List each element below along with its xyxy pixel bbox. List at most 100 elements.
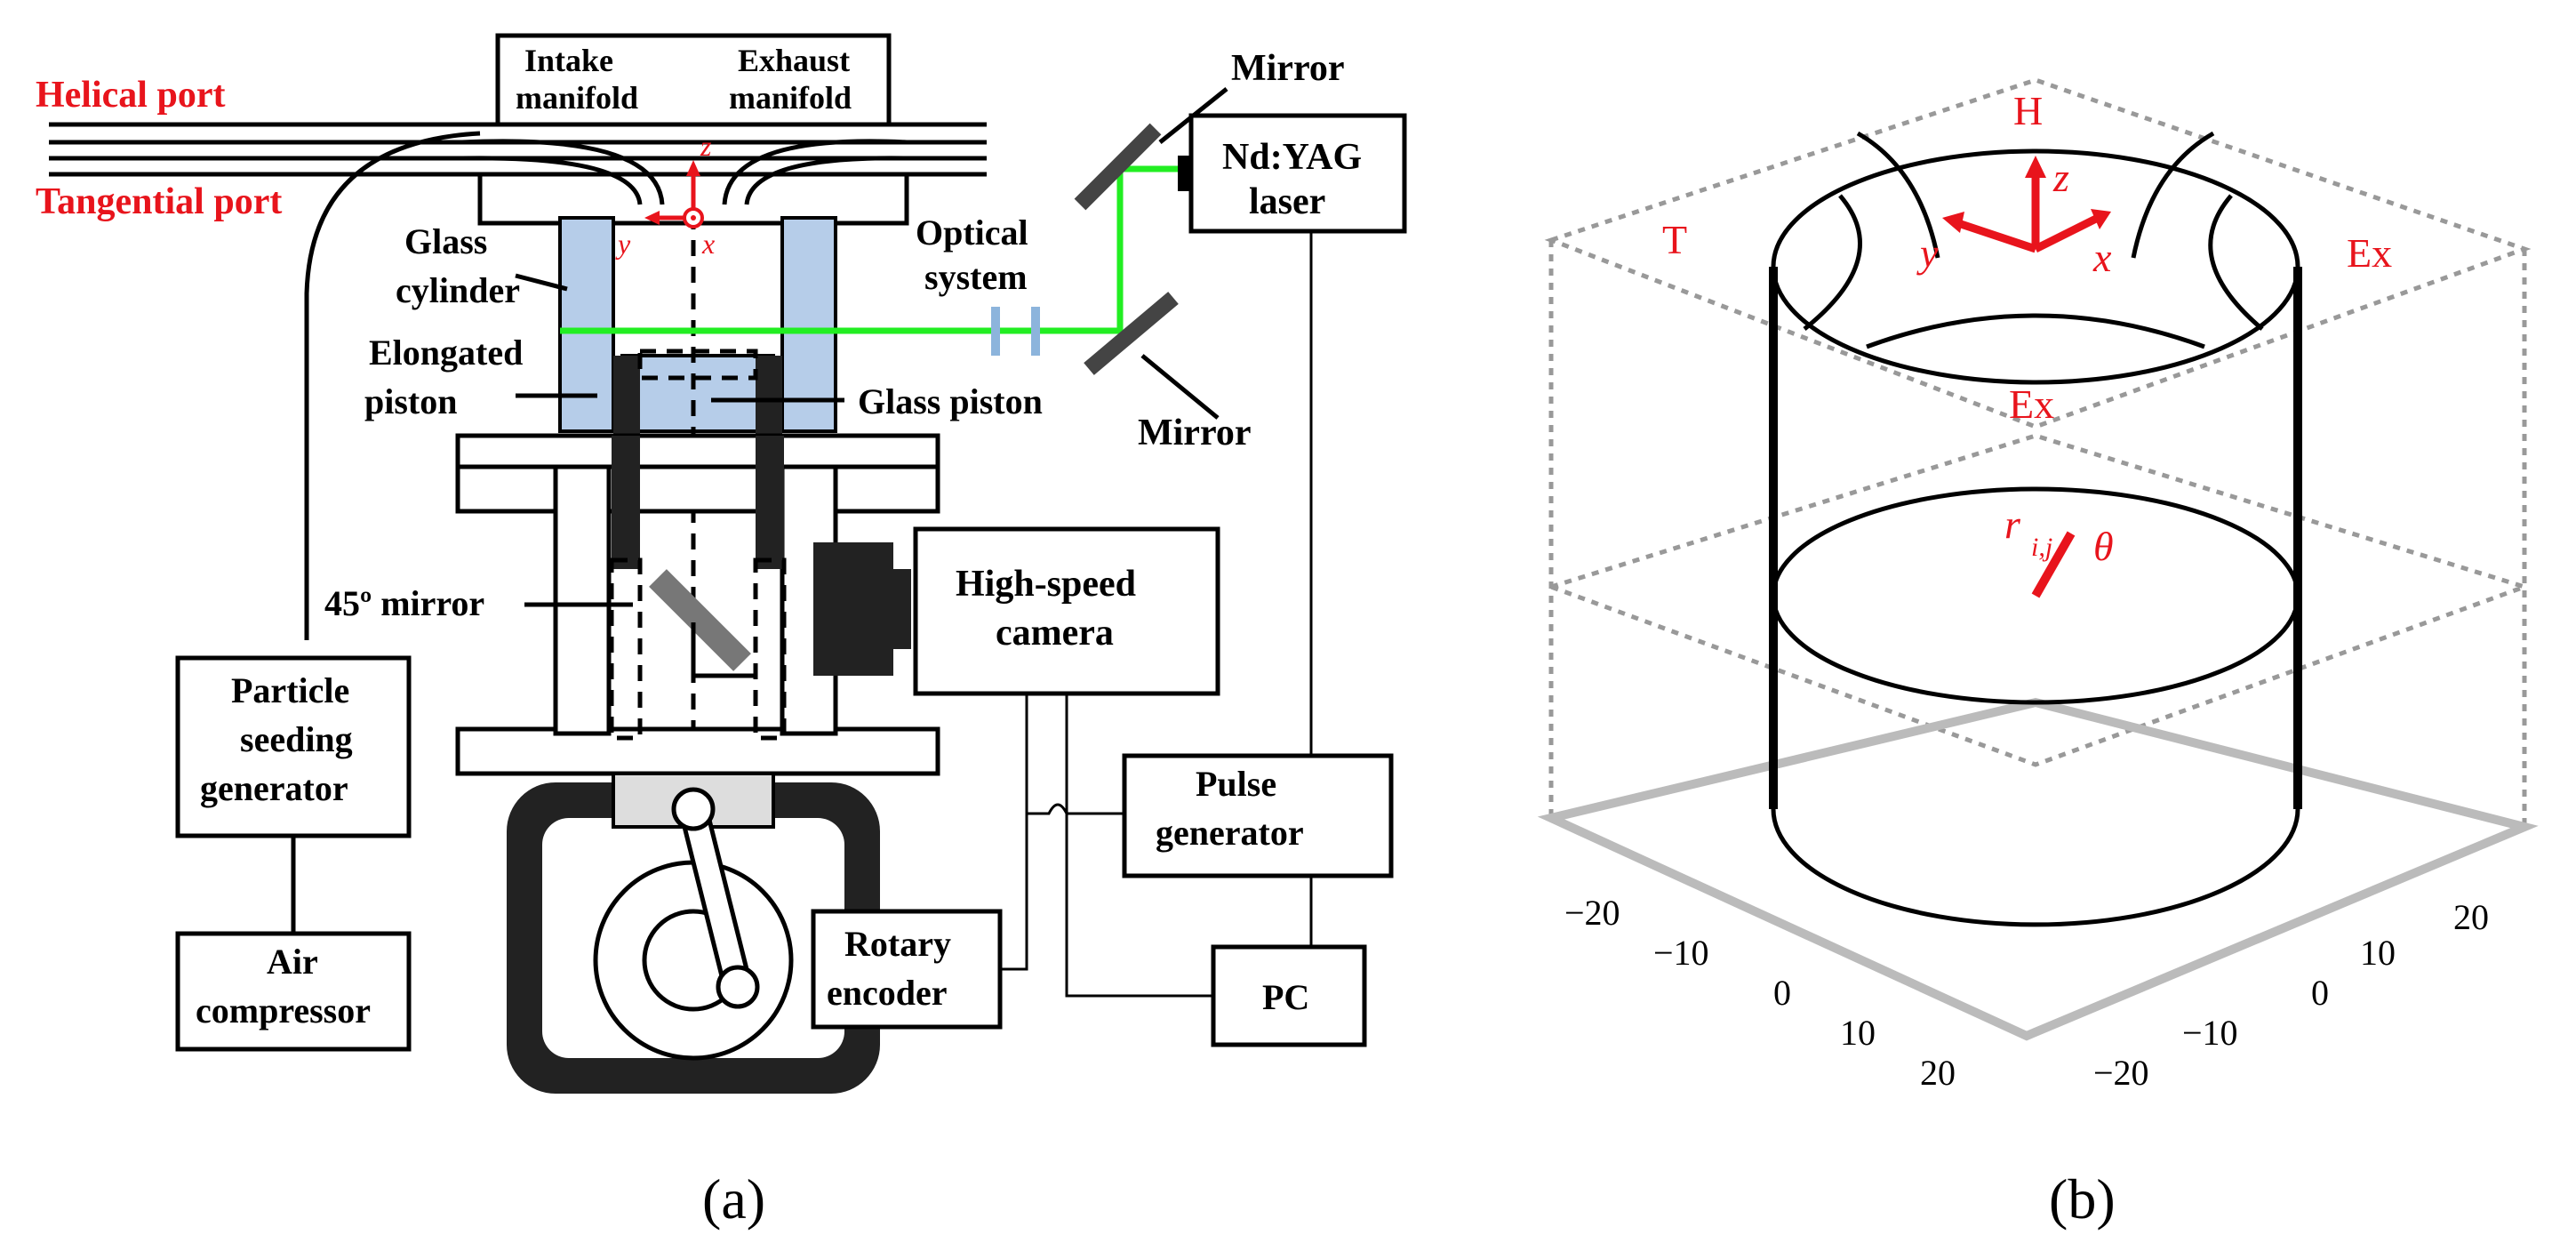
label-glass-cylinder-2: cylinder [396, 270, 520, 310]
piston-top-dash [637, 349, 758, 381]
seeding-generator-box [175, 655, 412, 838]
mirror-bottom-arrow [1140, 354, 1220, 420]
mirror-top [1074, 123, 1162, 211]
label-pulse-1: Pulse [1196, 764, 1276, 804]
label-camera-1: High-speed [956, 564, 1136, 605]
label-laser-2: laser [1249, 181, 1325, 222]
bounding-box-dotted [1544, 77, 2532, 827]
label-r: r [2004, 501, 2021, 547]
right-tick-2: 0 [2311, 973, 2329, 1013]
frame-plate-1 [455, 433, 940, 469]
label-seeding-1: Particle [231, 670, 349, 710]
label-Ex-front: Ex [2009, 381, 2054, 427]
ext-piston-left [612, 436, 640, 569]
laser-aperture [1178, 156, 1191, 191]
frame-plate-3 [455, 726, 940, 776]
axis-y-a: y [615, 228, 631, 260]
axis-y-b: y [1916, 230, 1939, 276]
pulse-generator-box [1122, 753, 1394, 878]
elongated-piston-right [756, 356, 782, 436]
mirror-45 [649, 569, 751, 671]
right-tick-4: −20 [2093, 1053, 2149, 1093]
frame-plate-2 [455, 464, 940, 514]
right-axis-ticks: 20 10 0 −10 −20 [2093, 897, 2489, 1093]
connecting-rod-inner [683, 806, 748, 990]
extension-left [553, 464, 612, 736]
glass-cylinder-left [558, 216, 615, 433]
intake-port-pipes [49, 122, 987, 177]
air-compressor-box [175, 931, 412, 1052]
label-Ex-right: Ex [2347, 230, 2392, 276]
mirror-bottom [1084, 292, 1179, 375]
label-T: T [1662, 217, 1687, 262]
right-tick-3: −10 [2182, 1013, 2238, 1053]
pointer-arrows [515, 273, 844, 607]
label-theta: θ [2093, 524, 2114, 569]
glass-piston [620, 354, 775, 433]
label-intake-1: Intake [524, 43, 613, 78]
wires [1000, 231, 1313, 998]
camera-box [913, 526, 1220, 696]
left-axis-ticks: −20 −10 0 10 20 [1564, 893, 1956, 1093]
label-mirror-bottom: Mirror [1138, 413, 1251, 453]
camera-lens [880, 569, 911, 649]
left-tick-4: 20 [1920, 1053, 1956, 1093]
left-tick-0: −20 [1564, 893, 1620, 933]
label-glass-piston: Glass piston [858, 381, 1043, 421]
mirror-45-bracket [691, 622, 756, 678]
panel-a: Helical port Tangential port Intake mani… [36, 33, 1407, 1231]
axis-x-a: x [701, 228, 715, 260]
label-mirror-45: 45º mirror [324, 583, 484, 623]
label-H: H [2013, 88, 2043, 133]
label-exhaust-2: manifold [729, 80, 852, 116]
label-intake-2: manifold [516, 80, 638, 116]
elongated-piston-left [613, 356, 640, 436]
rod-top-pin [671, 787, 716, 831]
ext-dash-right [753, 557, 787, 741]
left-tick-1: −10 [1653, 933, 1709, 973]
right-tick-1: 10 [2360, 933, 2396, 973]
label-camera-2: camera [996, 613, 1114, 654]
label-exhaust-1: Exhaust [738, 43, 850, 78]
label-mirror-top: Mirror [1231, 48, 1344, 89]
caption-a: (a) [702, 1167, 765, 1231]
label-pulse-2: generator [1156, 813, 1304, 853]
label-helical-port: Helical port [36, 75, 225, 116]
cylinder [1769, 131, 2302, 927]
label-pc: PC [1262, 977, 1309, 1017]
rod-bottom-pin [716, 965, 760, 1009]
manifold-pipes [461, 139, 908, 205]
ext-dash-left [609, 557, 643, 741]
label-seeding-3: generator [200, 768, 348, 808]
crankcase-inner [542, 818, 844, 1058]
pc-box [1211, 944, 1367, 1047]
glass-cylinder-right [780, 216, 837, 433]
right-tick-0: 20 [2453, 897, 2489, 937]
axis-z-b: z [2052, 155, 2069, 200]
axis-glyph-a [644, 160, 704, 229]
label-optical-2: system [924, 257, 1028, 297]
label-r-sub: i,j [2031, 533, 2052, 562]
label-rotary-1: Rotary [844, 924, 951, 964]
label-rotary-2: encoder [827, 973, 948, 1013]
axis-z-a: z [700, 130, 712, 162]
manifold-box [495, 33, 892, 127]
ext-piston-right [756, 436, 784, 569]
label-air-1: Air [267, 942, 318, 982]
laser-box [1188, 113, 1407, 234]
label-elongated-1: Elongated [369, 333, 523, 373]
label-optical-1: Optical [916, 213, 1028, 253]
axis-x-b: x [2092, 235, 2112, 280]
label-tangential-port: Tangential port [36, 181, 282, 222]
panel-b: H T Ex Ex z y x r i,j θ −20 −10 0 10 20 … [1537, 77, 2539, 1231]
label-seeding-2: seeding [240, 719, 353, 759]
rotary-encoder-box [811, 909, 1003, 1030]
laser-path [560, 165, 1182, 356]
label-laser-1: Nd:YAG [1222, 137, 1362, 178]
label-elongated-2: piston [364, 381, 458, 421]
left-tick-3: 10 [1840, 1013, 1876, 1053]
base-axes [1537, 697, 2539, 1041]
axis-glyph-b [1942, 156, 2111, 253]
seeding-hose [304, 131, 481, 640]
